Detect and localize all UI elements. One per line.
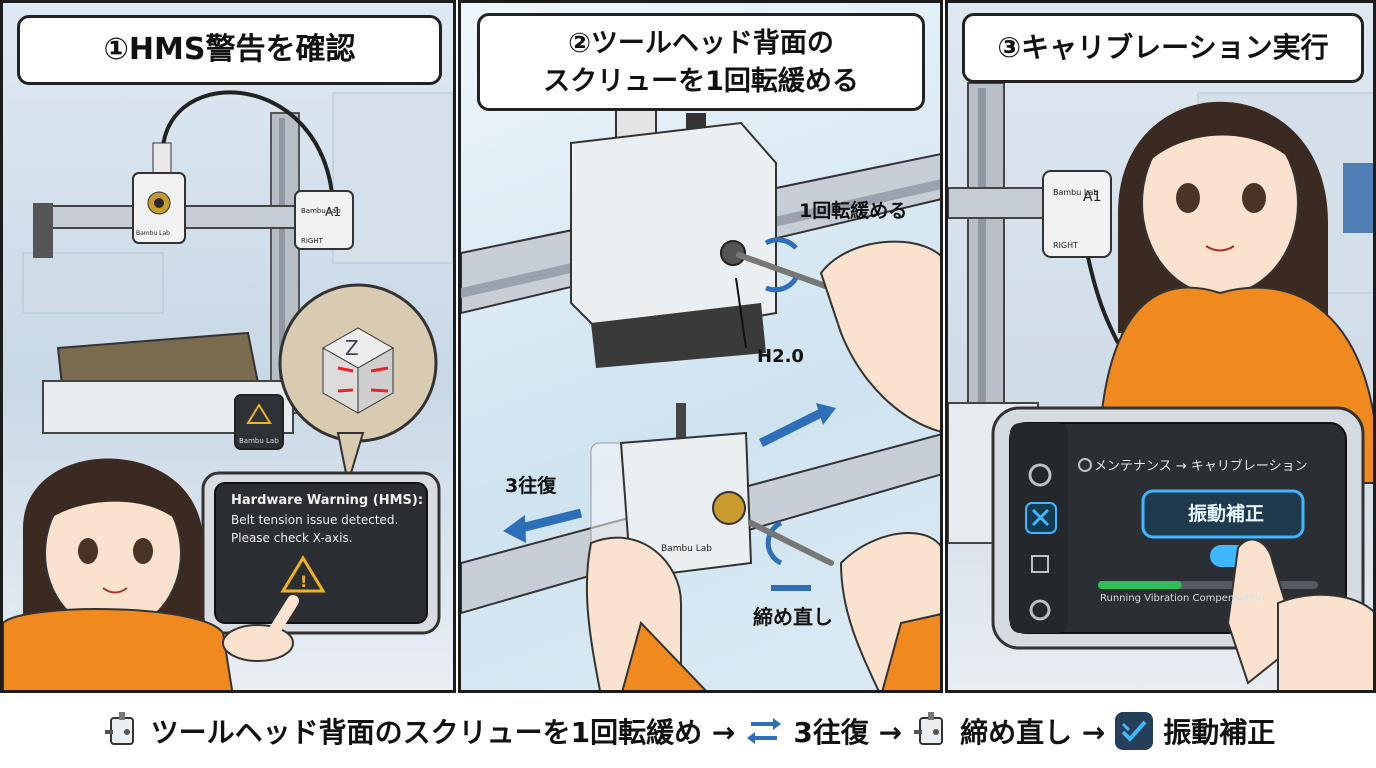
retighten-label: 締め直し: [753, 605, 833, 629]
move-right-arrow-icon: [758, 408, 824, 448]
pointing-hand: [222, 624, 294, 662]
gear-icon[interactable]: [1029, 599, 1051, 621]
breadcrumb-gear-icon: [1078, 458, 1092, 472]
vibration-button-label: 振動補正: [1188, 503, 1265, 525]
calibration-check-icon: [1115, 711, 1154, 750]
files-icon[interactable]: [1031, 555, 1049, 573]
tool-head-icon-2: [914, 711, 944, 745]
vibration-compensation-button[interactable]: [1141, 489, 1305, 539]
reps-label: 3往復: [505, 475, 557, 497]
hms-line1: Belt tension issue detected.: [231, 513, 399, 527]
svg-text:!: !: [300, 572, 307, 591]
tool-head-back: [570, 121, 777, 345]
hms-line2: Please check X-axis.: [231, 531, 353, 545]
side-box-right-3: RIGHT: [1053, 241, 1078, 250]
red-arrow-icon: [337, 366, 354, 373]
hand-top: [819, 240, 940, 433]
warning-icon: [280, 555, 326, 593]
settings-icon[interactable]: [1028, 463, 1052, 487]
tool-head-bottom: [619, 431, 753, 580]
small-screen-brand: Bambu Lab: [239, 437, 279, 445]
panel1-title: ①HMS警告を確認: [17, 15, 442, 85]
x-motor-box: [294, 190, 354, 250]
tighten-arrow-icon: [765, 520, 783, 566]
summary-bar: ツールヘッド背面のスクリューを1回転緩め → 3往復 → 締め直し → 振動補正: [0, 693, 1376, 768]
summary-step4: 振動補正: [1163, 715, 1276, 749]
side-box-right: RIGHT: [301, 237, 324, 245]
side-box-brand-3: Bambu Lab: [1053, 188, 1098, 197]
side-box-model: A1: [325, 205, 341, 219]
head-brand: Bambu Lab: [136, 230, 170, 237]
summary-step1: ツールヘッド背面のスクリューを1回転緩め →: [150, 715, 736, 749]
side-box-model-3: A1: [1083, 189, 1101, 205]
summary-step2: 3往復 →: [793, 715, 903, 749]
panel-loosen-screw: Bambu Lab ②ツールヘッド背面の スクリューを1回転緩める 1回転緩める…: [458, 0, 943, 693]
head-brand-2: Bambu Lab: [661, 544, 712, 554]
panel-hms-warning: Bambu Lab A1 RIGHT Bambu Lab Bambu Lab Z: [0, 0, 456, 693]
x-motor-box-3: [1042, 170, 1112, 258]
progress-fill: [1098, 581, 1182, 589]
hex-key-tool: [736, 252, 834, 291]
panel3-illustration: Bambu Lab A1 RIGHT: [948, 82, 1373, 690]
panel3-title: ③キャリブレーション実行: [962, 13, 1364, 83]
rotate-arrow-icon: [764, 237, 798, 250]
panel1-illustration: Bambu Lab A1 RIGHT Bambu Lab Bambu Lab Z: [3, 90, 453, 690]
panel-calibration: Bambu Lab A1 RIGHT: [945, 0, 1376, 693]
panel2-title-line1: ②ツールヘッド背面の: [568, 28, 834, 59]
panel2-title-line2: スクリューを1回転緩める: [543, 66, 859, 97]
side-box-brand: Bambu Lab: [301, 207, 341, 215]
breadcrumb-text: メンテナンス → キャリブレーション: [1094, 459, 1308, 474]
hms-heading: Hardware Warning (HMS):: [231, 493, 424, 508]
loosen-label: 1回転緩める: [799, 200, 908, 222]
orange-hoodie: [3, 608, 234, 690]
panel2-title: ②ツールヘッド背面の スクリューを1回転緩める: [477, 13, 925, 111]
panel2-illustration: Bambu Lab: [461, 100, 940, 690]
cube-letter: Z: [345, 336, 359, 360]
swap-arrows-icon: [747, 717, 782, 744]
status-text: Running Vibration Compensation: [1100, 593, 1265, 604]
summary-step3: 締め直し →: [960, 715, 1106, 749]
rear-screw: [720, 240, 746, 266]
tool-size-label: H2.0: [757, 346, 804, 367]
tool-head-icon: [104, 711, 134, 745]
move-left-arrow-icon: [519, 508, 583, 533]
